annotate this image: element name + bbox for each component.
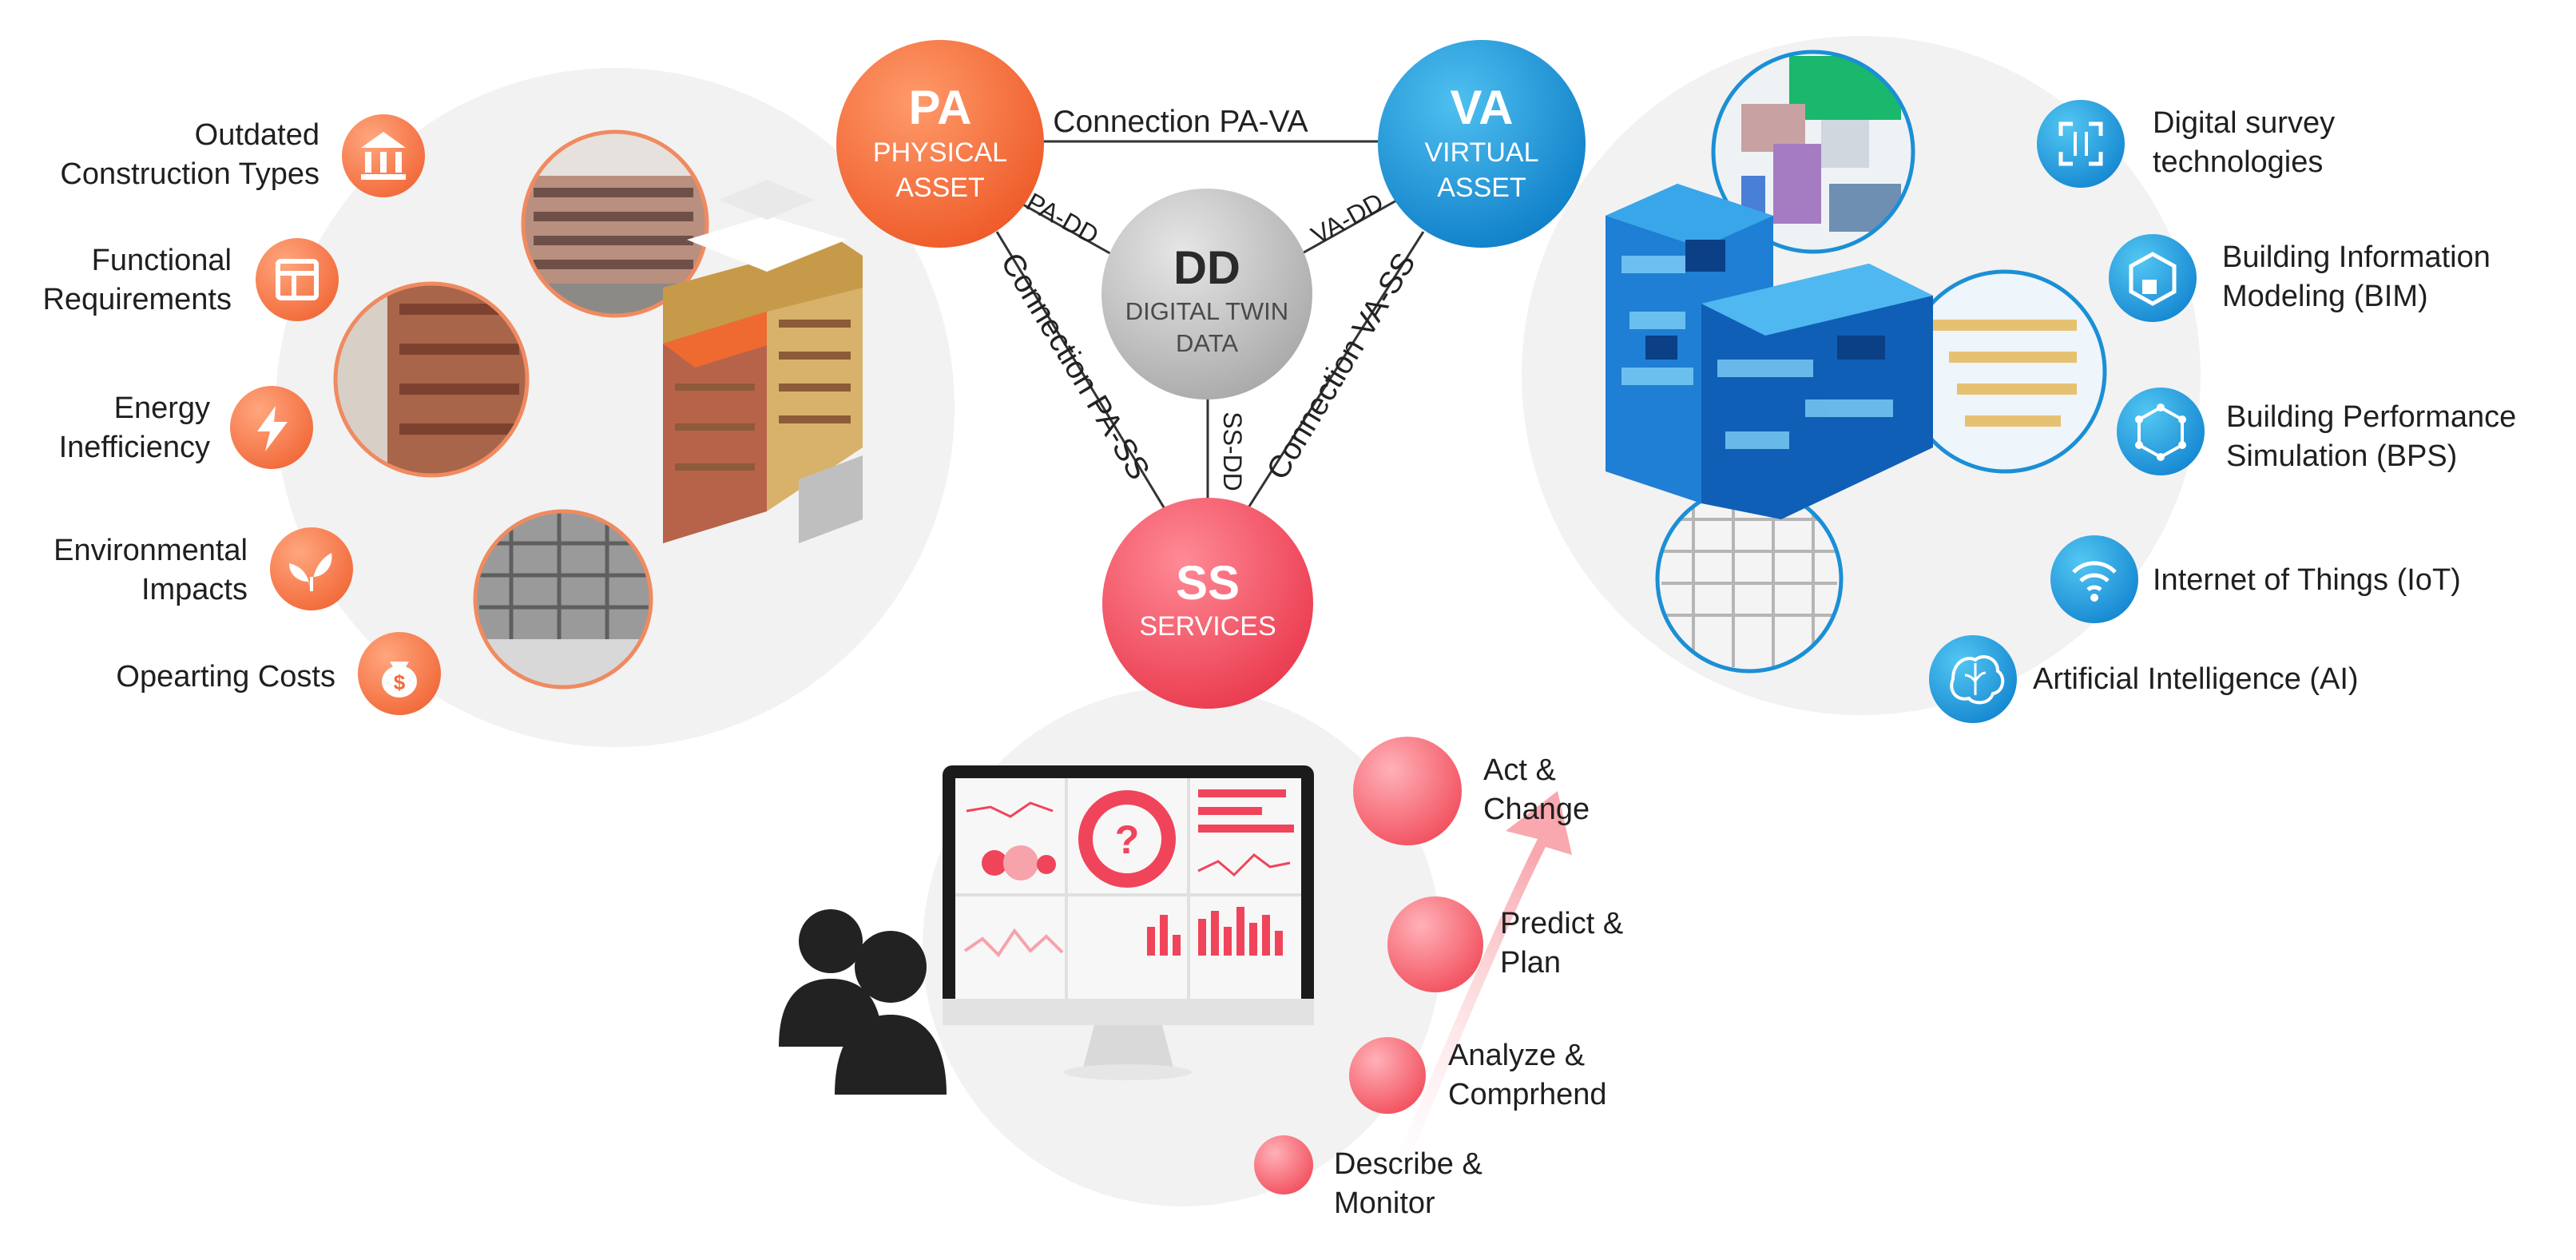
lightning-icon [230,386,313,469]
node-va-line2: ASSET [1437,173,1526,203]
stage-dot-act [1353,737,1462,845]
stage-dot-predict [1387,896,1483,992]
virtual-structure-render [1655,485,1844,674]
line-pa-dd [1014,198,1115,257]
simulation-cube-icon [2117,388,2205,475]
physical-photo-2 [333,281,530,478]
node-pa-line1: PHYSICAL [873,137,1007,168]
wifi-icon [2050,535,2138,623]
node-ss-line1: SERVICES [1139,611,1276,642]
node-dd-line1: DIGITAL TWIN [1125,297,1288,325]
virtual-simulation-render [1903,269,2107,474]
node-ss-abbr: SS [1176,556,1240,610]
node-dd-abbr: DD [1173,242,1240,294]
stage-describe-monitor: Describe &Monitor [1334,1147,1482,1220]
label-pa-dd: PA-DD [1022,187,1103,250]
dashboard-monitor: ? [943,765,1314,1080]
progress-arrow [1386,791,1572,1186]
node-va: VA VIRTUAL ASSET [1378,40,1586,248]
connection-lines [995,140,1425,512]
line-va-ss [1244,231,1425,512]
stage-dot-analyze [1349,1037,1426,1114]
brain-icon [1929,635,2017,723]
issue-operating-costs: Opearting Costs [116,660,335,694]
svg-text:?: ? [1115,817,1140,862]
label-va-dd: VA-DD [1306,187,1387,250]
stage-dot-describe [1254,1135,1313,1194]
label-pa-va: Connection PA-VA [1053,105,1308,139]
node-pa-abbr: PA [909,81,972,134]
tech-iot: Internet of Things (IoT) [2153,563,2461,597]
stage-predict-plan: Predict &Plan [1500,907,1624,980]
node-pa-line2: ASSET [895,173,984,203]
node-dd: DD DIGITAL TWIN DATA [1101,189,1312,399]
layout-icon [256,238,339,321]
line-pa-ss [995,231,1168,512]
stage-act-change: Act &Change [1483,753,1590,826]
tech-ai: Artificial Intelligence (AI) [2033,662,2359,696]
node-ss: SS SERVICES [1102,498,1313,709]
physical-building-illustration [663,180,863,543]
label-ss-dd: SS-DD [1218,411,1247,491]
users-icon [779,909,947,1095]
bank-icon [342,114,425,197]
money-bag-icon: $ [358,632,441,715]
node-va-line1: VIRTUAL [1425,137,1539,168]
node-va-abbr: VA [1451,81,1514,134]
virtual-bim-model [1606,184,1933,519]
scan-icon [2037,100,2125,188]
stage-analyze-comprehend: Analyze &Comprhend [1448,1039,1607,1111]
leaf-icon [270,527,353,610]
svg-text:$: $ [394,670,406,694]
node-dd-line2: DATA [1176,329,1238,357]
cube-model-icon [2109,234,2197,322]
node-pa: PA PHYSICAL ASSET [836,40,1044,248]
line-va-dd [1297,198,1399,257]
